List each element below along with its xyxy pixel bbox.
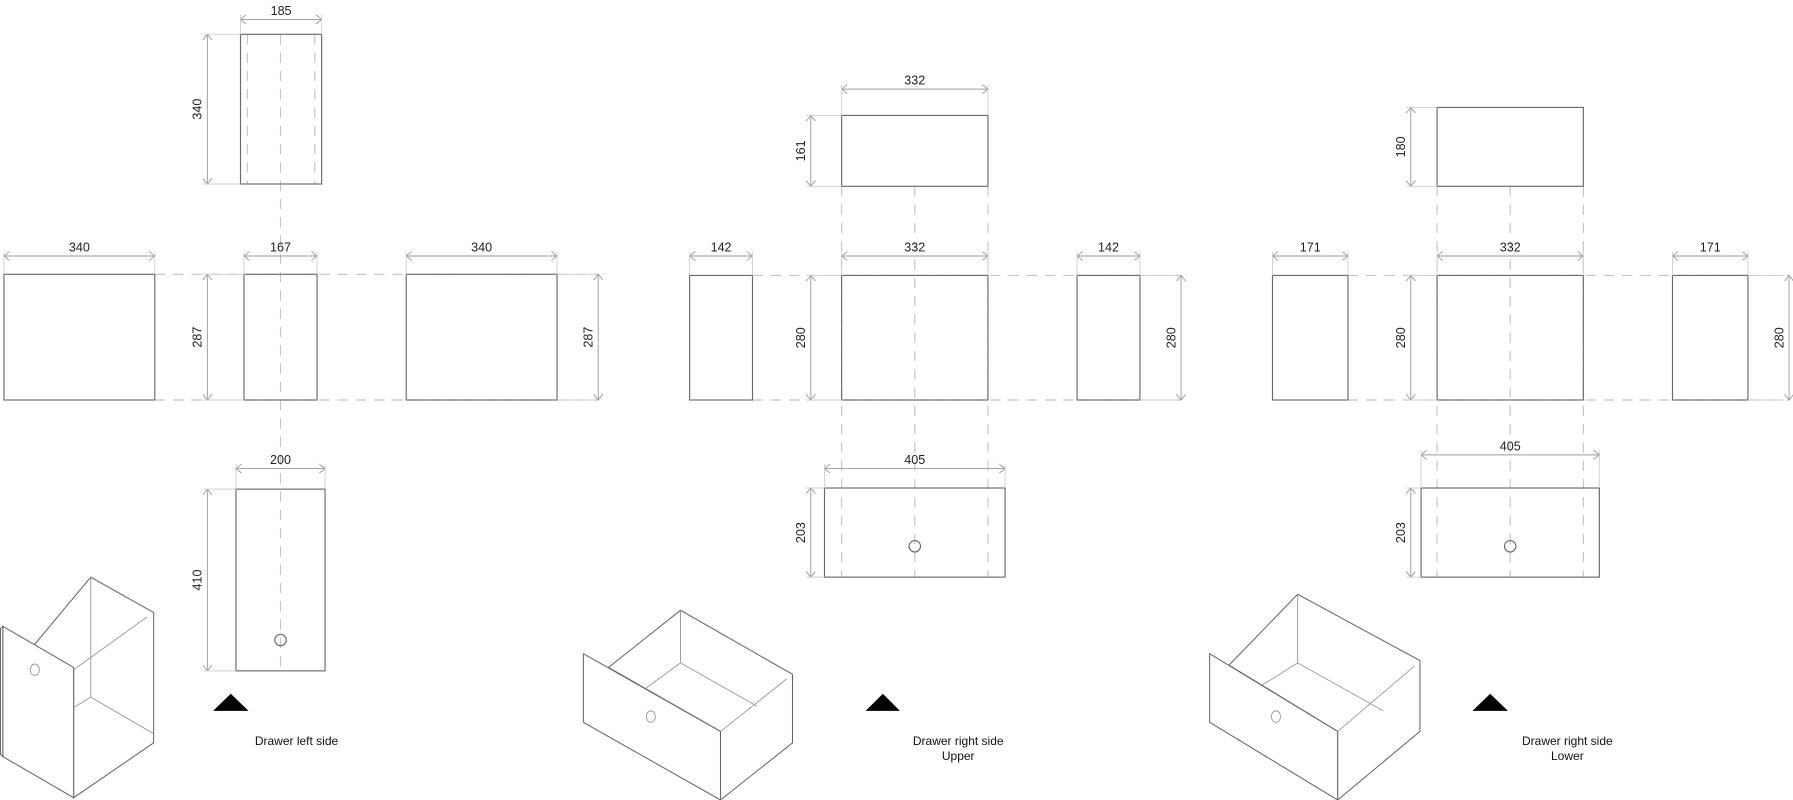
dimension-label: 287 [191,327,205,348]
drawer-front-edge [0,625,4,758]
dimension-label: 332 [1500,240,1521,254]
right-view [1671,274,1749,401]
dimension-label: 171 [1300,240,1321,254]
arrow-icon [1784,274,1793,401]
dimension-label: 167 [270,240,291,254]
dimension-label: 142 [1098,240,1119,254]
handle-hole [1270,710,1281,723]
dimension-label: 332 [904,240,925,254]
top-view [1436,106,1584,187]
dimensions: 185 340 340 167 340 287 287 200 410 332 161 142 332 1… [3,4,1793,672]
dimension-label: 161 [794,140,808,161]
handle-hole [645,710,656,723]
inner-edge [90,696,154,735]
isometric-views [0,576,1421,800]
caption: Drawer left side [255,734,339,748]
drawer-front [582,652,722,800]
dimension-label: 410 [191,570,205,591]
dimension-label: 142 [711,240,732,254]
left-view [689,274,754,401]
dimension-label: 280 [1164,327,1178,348]
dimension-label: 280 [1394,327,1408,348]
inner-edge [1337,665,1415,732]
front-view [243,273,318,401]
arrow-icon [593,273,604,401]
dimension-label: 405 [1500,439,1521,453]
projection-lines [154,34,1790,675]
inner-edge [1297,662,1384,712]
bottom-view [235,488,326,672]
dimension-label: 340 [191,99,205,120]
dimension-label: 200 [270,453,291,467]
top-view [239,33,323,185]
top-view [841,114,989,187]
dimension-label: 287 [582,327,596,348]
inner-edge [1257,662,1298,689]
bottom-view [1420,487,1600,578]
caption: Drawer right side [913,734,1004,748]
dimension-label: 180 [1394,136,1408,157]
inner-edge [680,662,758,707]
inner-edge [73,616,148,671]
inner-edge [645,662,681,689]
inner-edge [720,678,788,732]
caption: Lower [1551,749,1584,763]
handle-hole [908,539,922,553]
front-view [841,274,989,401]
dimension-label: 203 [1394,522,1408,543]
dimension-label: 332 [904,74,925,88]
dimension-label: 340 [69,240,90,254]
left-view [1271,274,1349,401]
dimension-label: 405 [904,453,925,467]
bottom-view [823,487,1006,578]
arrow-icon [1176,274,1186,401]
dimension-label: 203 [794,522,808,543]
dimension-label: 185 [271,4,292,18]
right-view [1076,274,1141,401]
direction-marker-icon [213,693,249,711]
orthographic-views [3,33,1749,672]
direction-marker-icon [865,693,900,711]
caption: Drawer right side [1522,734,1613,748]
dimension-label: 280 [794,327,808,348]
direction-marker-icon [1472,693,1508,711]
dimension-label: 280 [1772,327,1786,348]
dimension-label: 171 [1700,240,1721,254]
drawer-front [1209,652,1339,800]
handle-hole [29,663,40,676]
dimension-label: 340 [471,240,492,254]
handle-hole [274,633,287,647]
left-view [3,273,156,401]
caption: Upper [942,749,975,763]
right-view [405,273,558,401]
front-view [1436,274,1584,401]
handle-hole [1503,539,1517,553]
